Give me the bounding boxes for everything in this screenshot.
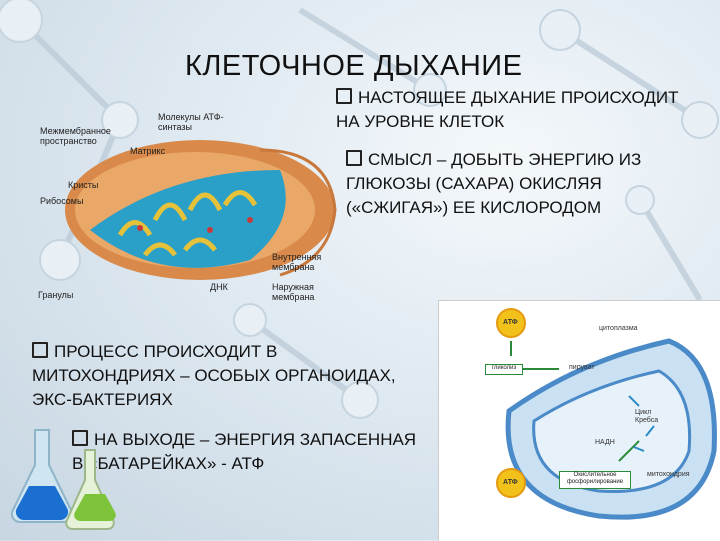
- label-matrix: Матрикс: [130, 146, 166, 156]
- label-dna: ДНК: [210, 282, 228, 292]
- mitochondrion-illustration: [65, 140, 337, 280]
- scheme-oxidative: Окислительное фосфорилирование: [559, 471, 631, 489]
- label-outer-membrane: Наружная мембрана: [272, 282, 315, 302]
- bullet-4: НА ВЫХОДЕ – ЭНЕРГИЯ ЗАПАСЕННАЯ В «БАТАРЕ…: [72, 430, 417, 473]
- scheme-nadh: НАДН: [595, 439, 615, 446]
- scheme-drawing: [496, 308, 717, 520]
- checkbox-bullet-icon: [336, 88, 352, 104]
- label-intermembrane: Межмембранное пространство: [40, 126, 111, 146]
- scheme-mito: митохондрия: [647, 471, 690, 478]
- flasks-illustration: [10, 429, 116, 530]
- scheme-pyruvate: пируват: [569, 364, 595, 371]
- scheme-cytoplasm: цитоплазма: [599, 325, 638, 332]
- label-cristae: Кристы: [68, 180, 99, 190]
- checkbox-bullet-icon: [72, 430, 88, 446]
- label-ribosomes: Рибосомы: [40, 196, 84, 206]
- bullet-3: ПРОЦЕСС ПРОИСХОДИТ В МИТОХОНДРИЯХ – ОСОБ…: [32, 342, 396, 409]
- scheme-atp-top: АТФ: [503, 319, 518, 326]
- label-atp-synthase: Молекулы АТФ-синтазы: [158, 112, 224, 132]
- scheme-krebs: Цикл Кребса: [635, 409, 659, 424]
- scheme-glycolysis: гликолиз: [485, 364, 523, 375]
- checkbox-bullet-icon: [32, 342, 48, 358]
- respiration-scheme: АТФ цитоплазма гликолиз пируват Цикл Кре…: [438, 300, 720, 541]
- scheme-atp-bottom: АТФ: [503, 479, 518, 486]
- checkbox-bullet-icon: [346, 150, 362, 166]
- page-title: КЛЕТОЧНОЕ ДЫХАНИЕ: [185, 50, 523, 82]
- bullet-1: НАСТОЯЩЕЕ ДЫХАНИЕ ПРОИСХОДИТ НА УРОВНЕ К…: [336, 88, 679, 131]
- label-inner-membrane: Внутренняя мембрана: [272, 252, 322, 272]
- bullet-2: СМЫСЛ – ДОБЫТЬ ЭНЕРГИЮ ИЗ ГЛЮКОЗЫ (САХАР…: [346, 150, 642, 217]
- label-granule: Гранулы: [38, 290, 74, 300]
